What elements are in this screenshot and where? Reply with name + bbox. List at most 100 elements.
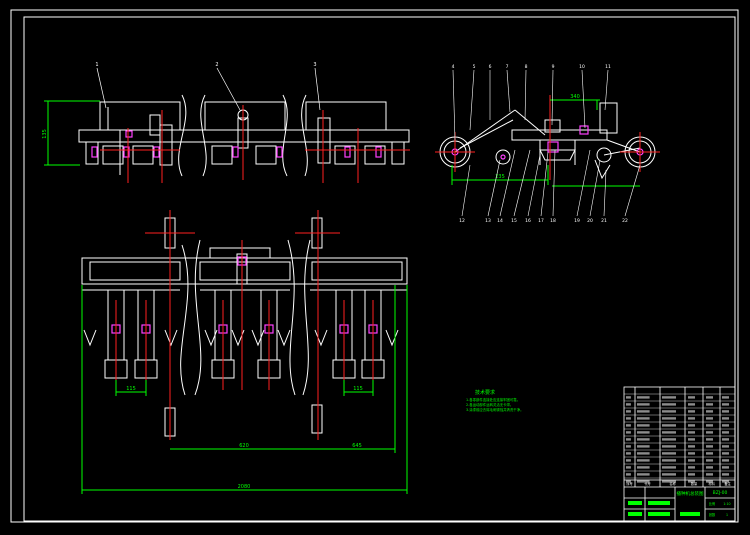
bom-cell-mark bbox=[626, 424, 631, 427]
sheet-outer-border bbox=[10, 9, 739, 523]
side-leader-top-11 bbox=[604, 69, 609, 111]
plan-dim-row-spacing-right: 115 bbox=[353, 386, 363, 392]
bom-cell-mark bbox=[637, 438, 650, 441]
side-callout-11: 11 bbox=[605, 64, 611, 70]
side-callout-16: 16 bbox=[525, 218, 531, 224]
front-view-top-leaders bbox=[96, 67, 321, 111]
side-callout-4: 4 bbox=[452, 64, 455, 70]
bom-cell-mark bbox=[637, 480, 650, 483]
bom-cell-mark bbox=[662, 480, 676, 483]
bom-cell-mark bbox=[688, 431, 695, 434]
bom-cell-mark bbox=[706, 424, 713, 427]
bom-cell-mark bbox=[662, 403, 676, 406]
bom-cell-mark bbox=[662, 445, 676, 448]
side-leader-top-8 bbox=[524, 69, 527, 121]
tech-requirements-title: 技术要求 bbox=[475, 389, 495, 396]
bom-cell-mark bbox=[626, 438, 631, 441]
side-leader-bottom-17 bbox=[540, 151, 549, 217]
bom-cell-mark bbox=[706, 480, 713, 483]
bom-cell-mark bbox=[722, 480, 729, 483]
bom-cell-mark bbox=[637, 445, 650, 448]
bom-cell-mark bbox=[722, 445, 729, 448]
side-callout-5: 5 bbox=[473, 64, 476, 70]
plan-dim-marker-offset: 645 bbox=[352, 443, 362, 449]
side-callout-19: 19 bbox=[574, 218, 580, 224]
bom-cell-mark bbox=[637, 417, 650, 420]
side-leader-bottom-12 bbox=[461, 164, 471, 217]
title-block bbox=[623, 386, 736, 522]
bom-cell-mark bbox=[637, 459, 650, 462]
bom-cell-mark bbox=[722, 466, 729, 469]
bom-cell-mark bbox=[722, 417, 729, 420]
title-block-header: 序号 代号 名称 数量 材料 备注 bbox=[626, 481, 731, 486]
tb-header-name: 名称 bbox=[669, 481, 676, 486]
bom-cell-mark bbox=[637, 403, 650, 406]
bom-cell-mark bbox=[688, 396, 695, 399]
bom-cell-mark bbox=[662, 410, 676, 413]
side-leader-bottom-22 bbox=[624, 164, 641, 217]
side-leader-top-5 bbox=[469, 69, 475, 131]
front-view-top-centerlines bbox=[100, 105, 410, 183]
tech-requirements-line-1: 1.各零部件连接处应连接牢固可靠。 bbox=[466, 397, 520, 402]
front-view-top-parts bbox=[91, 130, 382, 158]
callout-3: 3 bbox=[313, 62, 316, 68]
bom-rows bbox=[624, 393, 735, 479]
tb-sheet: 1 bbox=[726, 513, 728, 517]
bom-fill bbox=[626, 396, 729, 483]
bom-cell-mark bbox=[706, 445, 713, 448]
tb-drawing-no: BZJ-00 bbox=[713, 490, 728, 496]
callout-2: 2 bbox=[215, 62, 218, 68]
bom-cell-mark bbox=[688, 473, 695, 476]
bom-cell-mark bbox=[706, 459, 713, 462]
side-view-dims bbox=[451, 99, 640, 187]
bom-cell-mark bbox=[626, 452, 631, 455]
side-callout-17: 17 bbox=[538, 218, 544, 224]
bom-cell-mark bbox=[688, 410, 695, 413]
side-callout-22: 22 bbox=[622, 218, 628, 224]
callout-1: 1 bbox=[95, 62, 98, 68]
side-callout-7: 7 bbox=[506, 64, 509, 70]
front-view-top bbox=[78, 94, 410, 177]
bom-cell-mark bbox=[662, 459, 676, 462]
side-leader-top-7 bbox=[506, 69, 511, 113]
tb-header-material: 材料 bbox=[708, 481, 715, 486]
plan-view-centerlines bbox=[115, 210, 374, 440]
side-view-dim-2: 340 bbox=[570, 94, 580, 100]
bom-cell-mark bbox=[626, 410, 631, 413]
bom-cell-mark bbox=[637, 452, 650, 455]
bom-cell-mark bbox=[626, 466, 631, 469]
tb-scale: 1:10 bbox=[723, 502, 730, 506]
bom-cell-mark bbox=[662, 452, 676, 455]
tb-header-remark: 备注 bbox=[724, 481, 731, 486]
bom-cell-mark bbox=[706, 417, 713, 420]
title-block-signature-marks bbox=[628, 501, 700, 516]
side-callout-21: 21 bbox=[601, 218, 607, 224]
bom-cell-mark bbox=[637, 431, 650, 434]
bom-cell-mark bbox=[637, 424, 650, 427]
bom-cell-mark bbox=[637, 466, 650, 469]
bom-cell-mark bbox=[706, 473, 713, 476]
bom-cell-mark bbox=[706, 466, 713, 469]
tb-header-code: 代号 bbox=[644, 481, 650, 486]
side-callout-15: 15 bbox=[511, 218, 517, 224]
bom-cell-mark bbox=[722, 438, 729, 441]
bom-cell-mark bbox=[626, 480, 631, 483]
bom-cell-mark bbox=[626, 396, 631, 399]
tb-header-qty: 数量 bbox=[691, 481, 698, 486]
bom-cell-mark bbox=[706, 438, 713, 441]
bom-cell-mark bbox=[662, 396, 676, 399]
bom-cell-mark bbox=[722, 431, 729, 434]
side-leader-top-10 bbox=[581, 69, 586, 129]
bom-cell-mark bbox=[662, 438, 676, 441]
side-leader-top-9 bbox=[551, 69, 554, 126]
bom-cell-mark bbox=[688, 480, 695, 483]
bom-cell-mark bbox=[688, 438, 695, 441]
bom-cell-mark bbox=[688, 459, 695, 462]
plan-view bbox=[81, 217, 408, 437]
tb-scale-label: 比例 bbox=[709, 501, 715, 506]
side-callout-13: 13 bbox=[485, 218, 491, 224]
side-callout-9: 9 bbox=[552, 64, 555, 70]
bom-cell-mark bbox=[626, 417, 631, 420]
